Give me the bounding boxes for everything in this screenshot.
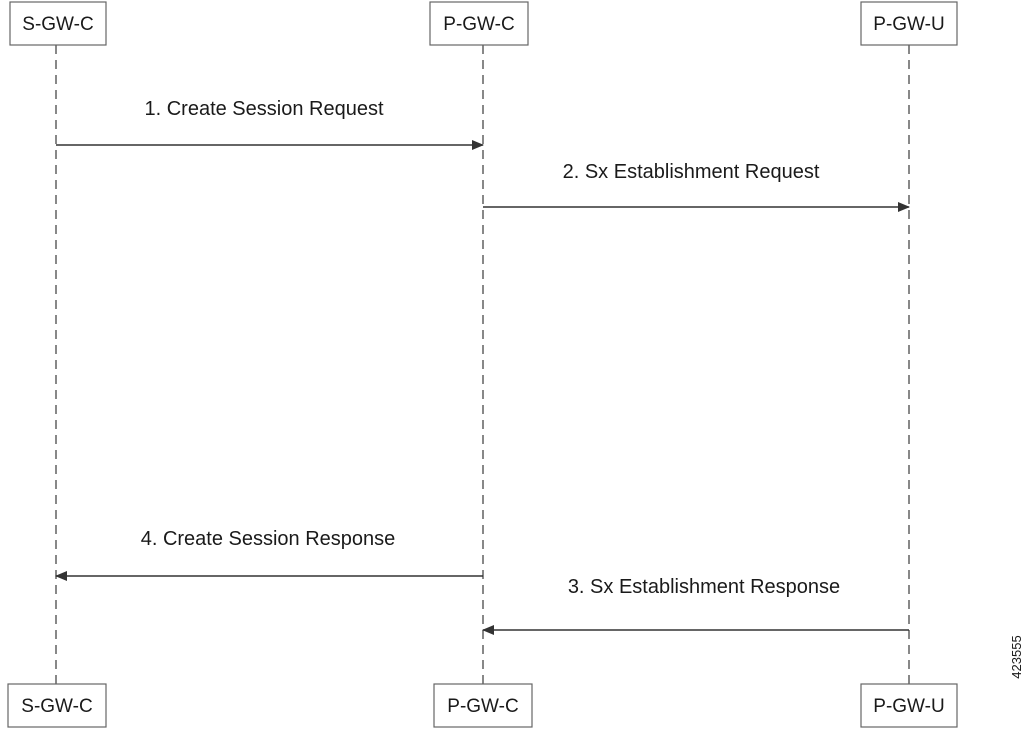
participant-bottom-pgwu: P-GW-U	[860, 683, 958, 728]
message-create-session-request: 1. Create Session Request	[56, 98, 484, 150]
participant-label: S-GW-C	[21, 696, 92, 717]
message-create-session-response: 4. Create Session Response	[55, 528, 483, 581]
participant-top-pgwu: P-GW-U	[860, 1, 958, 46]
message-sx-establishment-request: 2. Sx Establishment Request	[483, 161, 910, 212]
participant-label: P-GW-C	[443, 14, 514, 35]
participant-top-pgwc: P-GW-C	[429, 1, 529, 46]
message-label: 4. Create Session Response	[141, 528, 396, 550]
participant-bottom-pgwc: P-GW-C	[433, 683, 533, 728]
participant-label: P-GW-U	[873, 696, 944, 717]
participant-label: P-GW-U	[873, 14, 944, 35]
participant-label: S-GW-C	[22, 14, 93, 35]
participant-label: P-GW-C	[447, 696, 518, 717]
participant-top-sgwc: S-GW-C	[9, 1, 107, 46]
participant-bottom-sgwc: S-GW-C	[7, 683, 107, 728]
message-sx-establishment-response: 3. Sx Establishment Response	[482, 576, 909, 635]
figure-id: 423555	[1009, 635, 1024, 678]
message-label: 1. Create Session Request	[144, 98, 383, 120]
message-label: 3. Sx Establishment Response	[568, 576, 840, 598]
message-label: 2. Sx Establishment Request	[563, 161, 820, 183]
